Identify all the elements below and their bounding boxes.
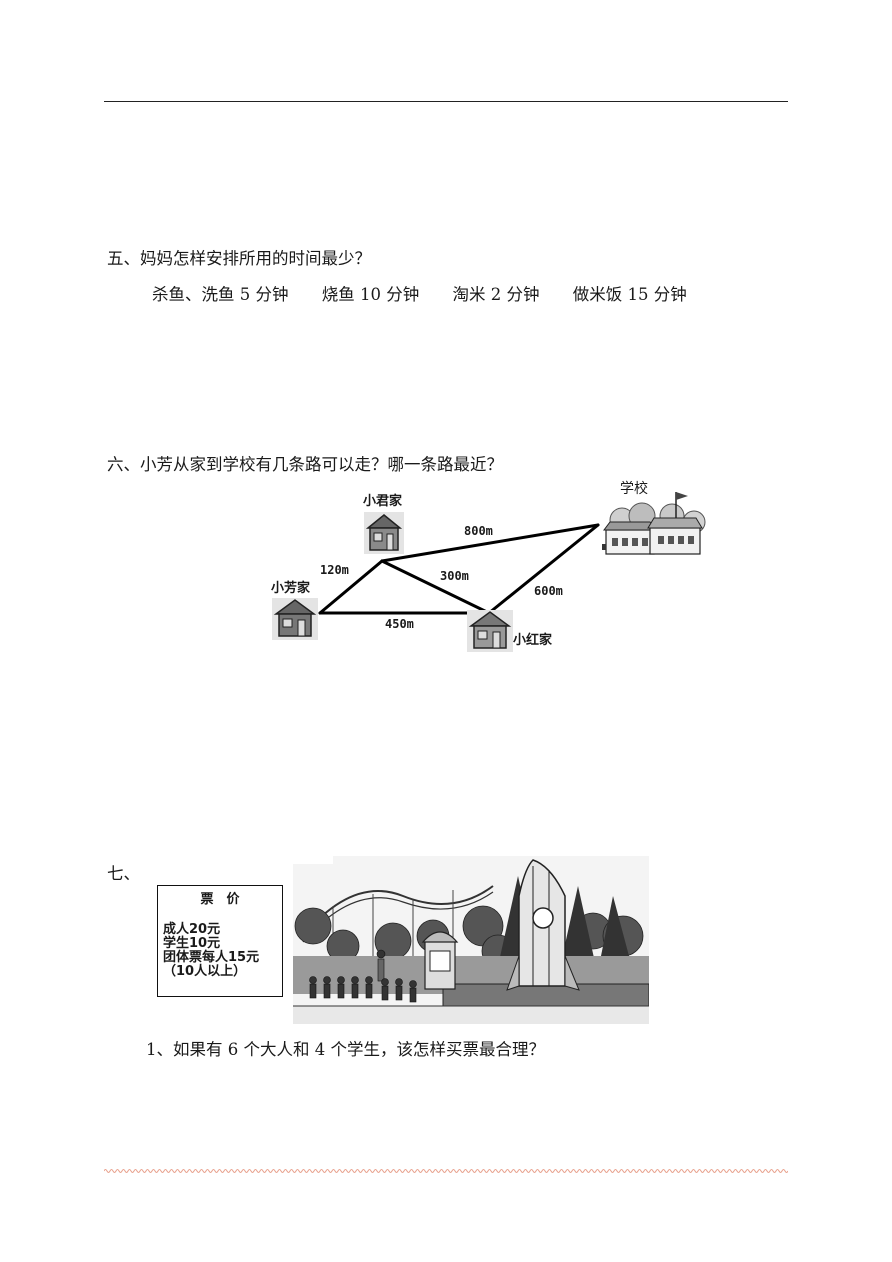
road-jun-hong <box>380 559 491 615</box>
road-fang-jun <box>318 559 384 615</box>
q7-sub1: 1、如果有 6 个大人和 4 个学生，该怎样买票最合理？ <box>146 1040 545 1059</box>
footer-wave-divider <box>104 1169 788 1173</box>
distance-jun-school: 800m <box>464 524 493 538</box>
route-map <box>272 492 706 652</box>
house-icon-xiaofang <box>272 598 318 640</box>
house-icon-xiaojun <box>364 512 404 554</box>
price-board-heading: 票 价 <box>200 892 240 907</box>
q5-item-rice-wash: 淘米 2 分钟 <box>452 285 540 304</box>
ticket-booth-icon <box>421 931 459 990</box>
label-xiaohong: 小红家 <box>513 633 553 648</box>
house-icon-xiaohong <box>467 610 513 652</box>
q5-title: 五、妈妈怎样安排所用的时间最少？ <box>107 249 371 268</box>
distance-fang-hong: 450m <box>385 617 414 631</box>
price-adult: 成人20元 <box>163 922 221 937</box>
road-hong-school <box>487 523 600 615</box>
price-student: 学生10元 <box>163 936 221 951</box>
road-jun-school <box>380 523 600 563</box>
park-illustration <box>293 856 649 1024</box>
label-xiaojun: 小君家 <box>363 494 403 509</box>
q5-item-rice-cook: 做米饭 15 分钟 <box>572 285 687 304</box>
visitors-group <box>309 949 417 1003</box>
school-icon <box>602 492 706 555</box>
q6-title: 六、小芳从家到学校有几条路可以走？哪一条路最近？ <box>107 455 503 474</box>
q5-item-fish-clean: 杀鱼、洗鱼 5 分钟 <box>152 285 289 304</box>
distance-fang-jun: 120m <box>320 563 349 577</box>
price-group: 团体票每人15元 <box>163 950 260 965</box>
header-rule <box>104 101 788 102</box>
route-lines <box>318 523 600 615</box>
distance-hong-school: 600m <box>534 584 563 598</box>
ticket-price-board: 票 价 成人20元 学生10元 团体票每人15元 （10人以上） <box>157 885 283 997</box>
label-xiaofang: 小芳家 <box>271 581 311 596</box>
distance-jun-hong: 300m <box>440 569 469 583</box>
label-school: 学校 <box>620 481 648 497</box>
q7-title: 七、 <box>107 864 140 883</box>
q5-item-fish-cook: 烧鱼 10 分钟 <box>321 285 420 304</box>
rocket-icon <box>506 859 580 991</box>
q5-items: 杀鱼、洗鱼 5 分钟 烧鱼 10 分钟 淘米 2 分钟 做米饭 15 分钟 <box>152 281 687 305</box>
price-group-note: （10人以上） <box>163 964 247 979</box>
